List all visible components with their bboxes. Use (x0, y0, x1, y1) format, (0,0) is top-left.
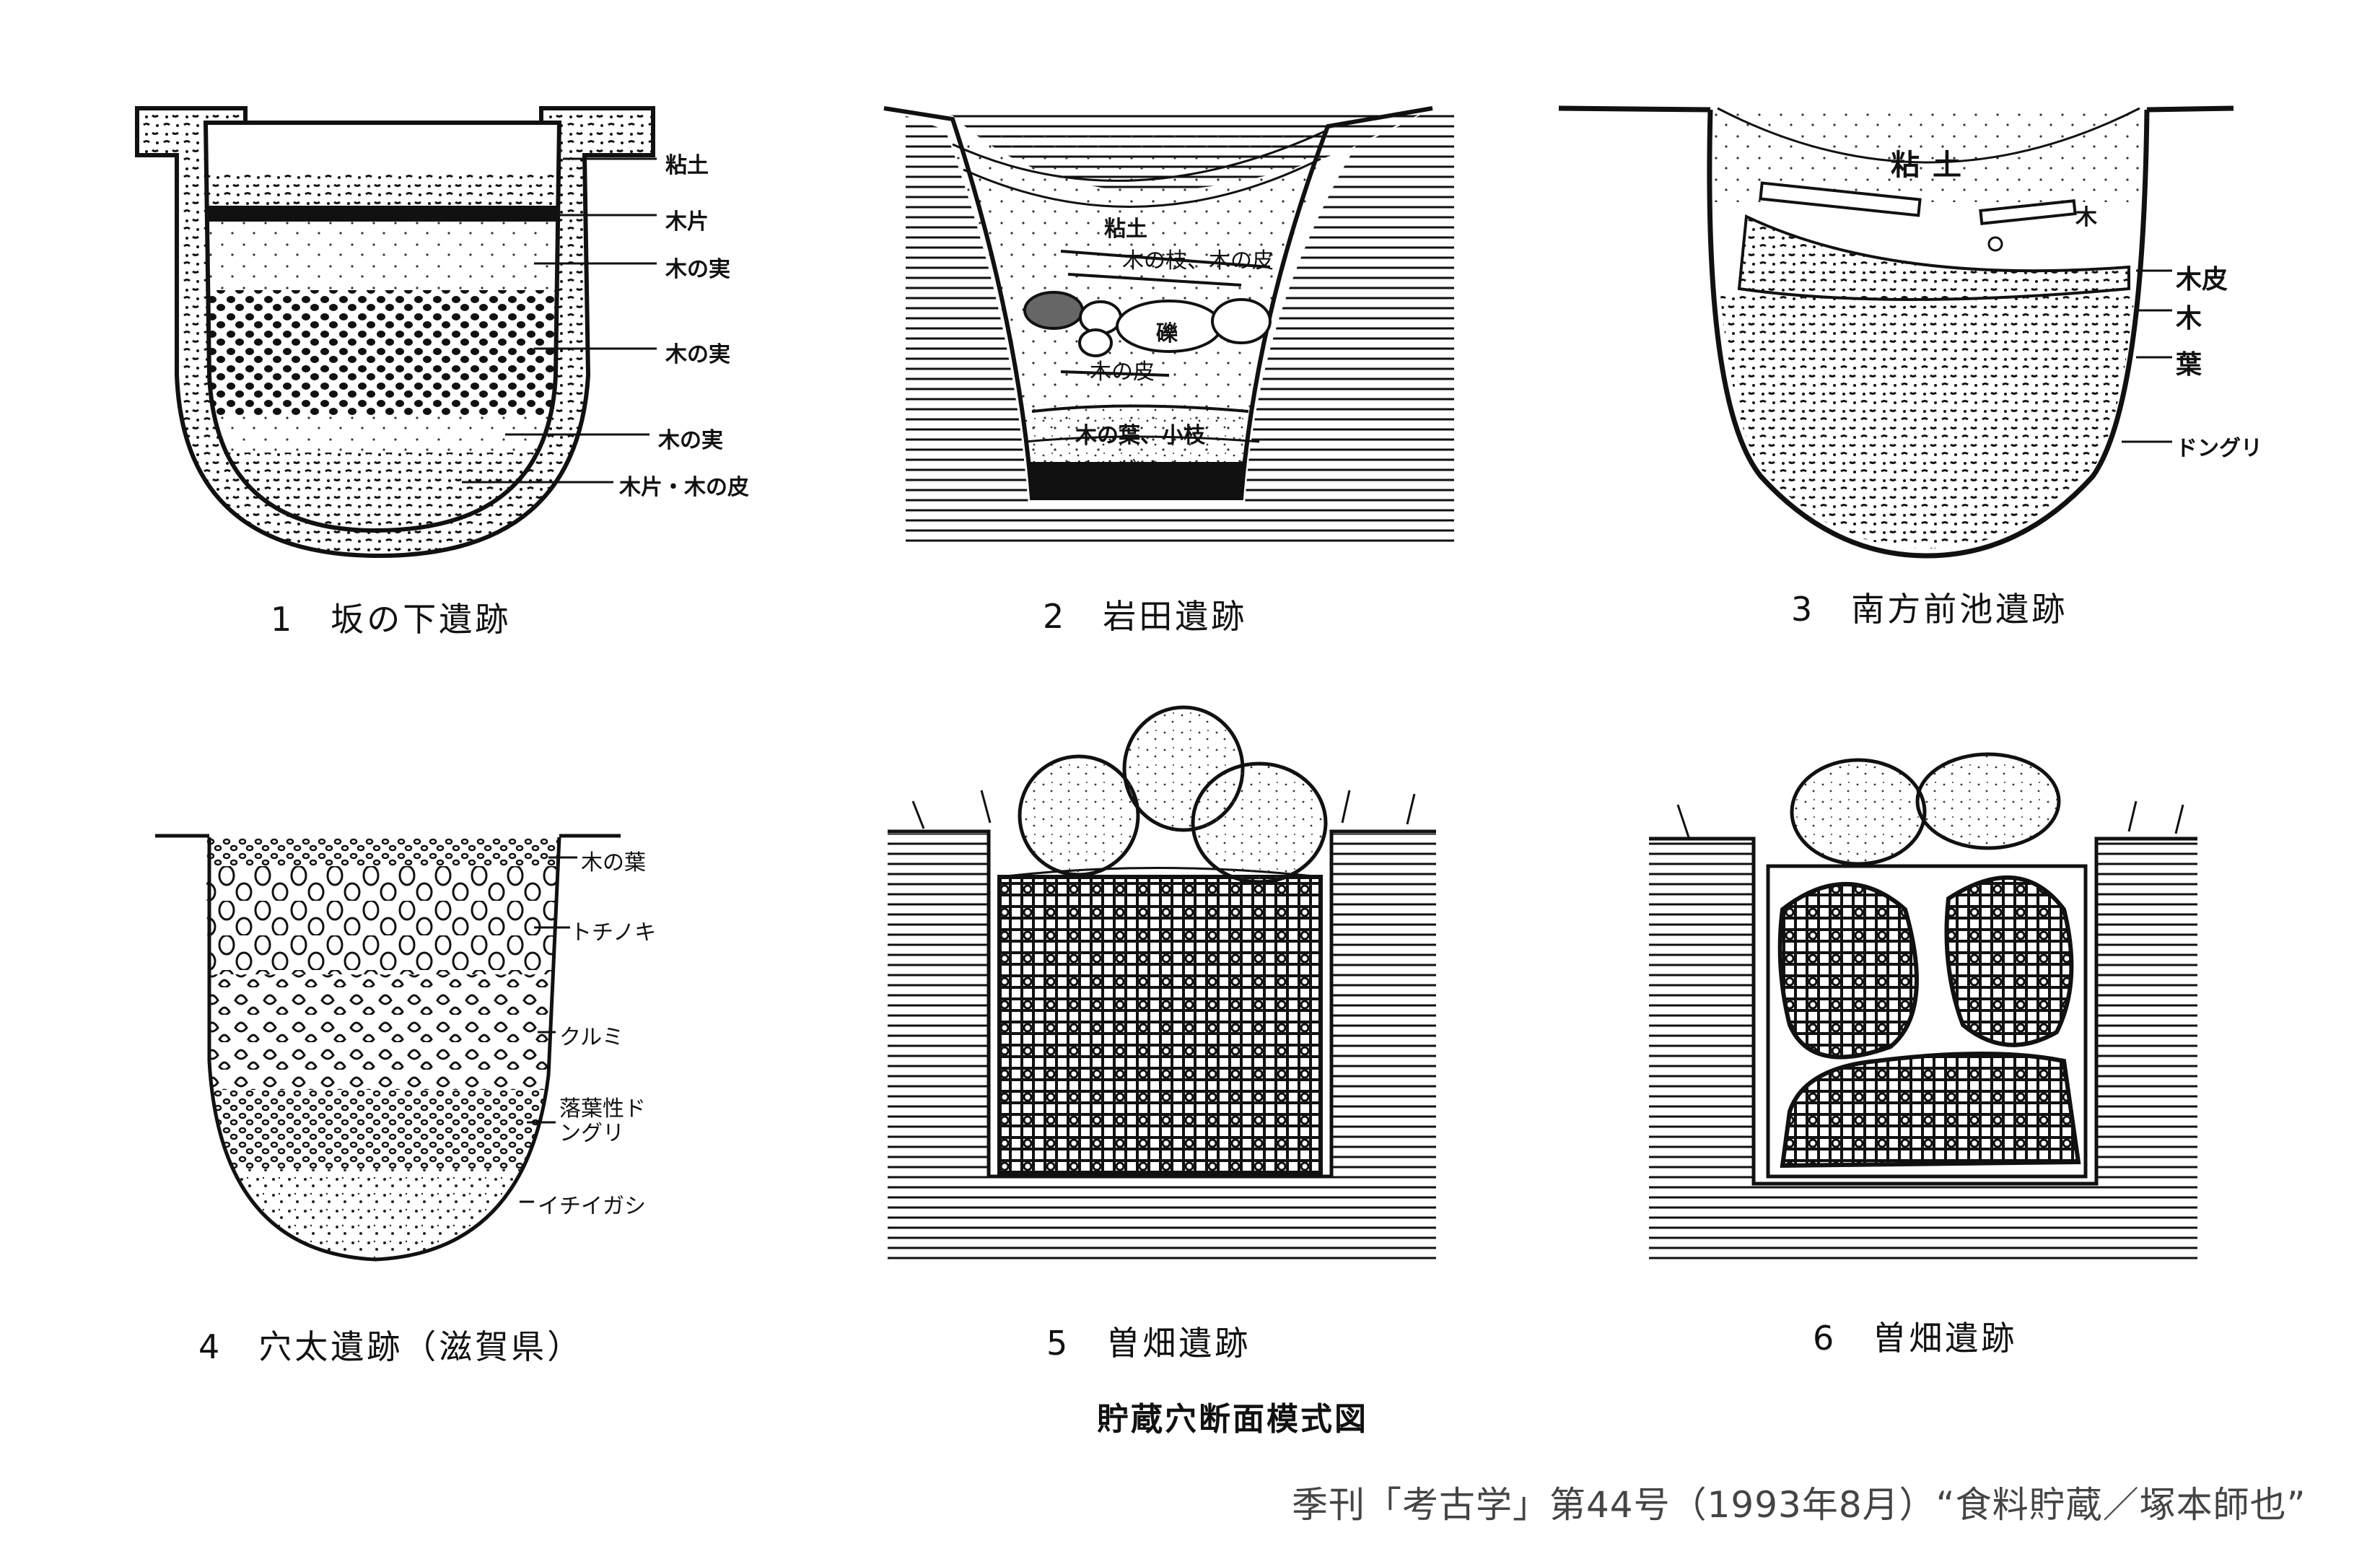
source-citation: 季刊「考古学」第44号（1993年8月）“食料貯蔵／塚本師也” (1292, 1484, 2306, 1526)
fig2-layer-gravel: 礫 (1156, 321, 1178, 346)
fig2-caption: 2 岩田遺跡 (1043, 597, 1248, 636)
fig4-layer-ichiigashi: イチイガシ (538, 1194, 646, 1219)
fig4-layer-deciduous-acorns: 落葉性ドングリ (559, 1096, 646, 1146)
figure-2-pit (883, 106, 1454, 549)
fig1-caption: 1 坂の下遺跡 (271, 600, 512, 639)
fig1-layer-nuts-upper: 木の実 (665, 257, 730, 282)
diagram-title: 貯蔵穴断面模式図 (1097, 1401, 1368, 1438)
fig3-layer-acorns: ドングリ (2176, 436, 2262, 461)
fig2-layer-branches-bark: 木の枝、木の皮 (1122, 248, 1274, 274)
fig2-layer-acorns: ドングリ (1072, 458, 1158, 483)
fig3-layer-wood-2: 木 (2176, 304, 2202, 333)
fig3-caption: 3 南方前池遺跡 (1791, 590, 2068, 629)
figure-6-pit (1649, 752, 2197, 1267)
fig4-layer-walnut: クルミ (559, 1025, 624, 1050)
fig4-caption: 4 穴太遺跡（滋賀県） (198, 1327, 584, 1366)
fig6-caption: 6 曽畑遺跡 (1813, 1319, 2018, 1358)
fig1-layer-wood-bark: 木片・木の皮 (619, 475, 749, 500)
fig3-layer-wood: 木 (2075, 205, 2097, 230)
fig4-layer-leaves: 木の葉 (581, 850, 646, 875)
fig1-layer-nuts-middle: 木の実 (665, 342, 730, 367)
fig2-layer-leaves-twigs: 木の葉、小枝 (1075, 423, 1205, 448)
fig1-layer-nuts-lower: 木の実 (658, 428, 723, 453)
fig1-layer-wood-chips: 木片 (665, 209, 709, 235)
fig4-layer-horse-chestnut: トチノキ (570, 920, 657, 946)
fig3-layer-leaves: 葉 (2176, 350, 2202, 380)
fig3-layer-wood-bark: 木皮 (2176, 265, 2228, 294)
fig5-caption: 5 曽畑遺跡 (1046, 1324, 1251, 1363)
fig3-layer-clay: 粘土 (1891, 149, 1974, 182)
fig2-layer-clay: 粘土 (1104, 217, 1147, 242)
fig1-layer-clay: 粘土 (665, 153, 709, 178)
figure-1-pit (135, 106, 657, 559)
figure-5-pit (888, 705, 1436, 1267)
fig2-layer-bark: 木の皮 (1090, 359, 1155, 385)
